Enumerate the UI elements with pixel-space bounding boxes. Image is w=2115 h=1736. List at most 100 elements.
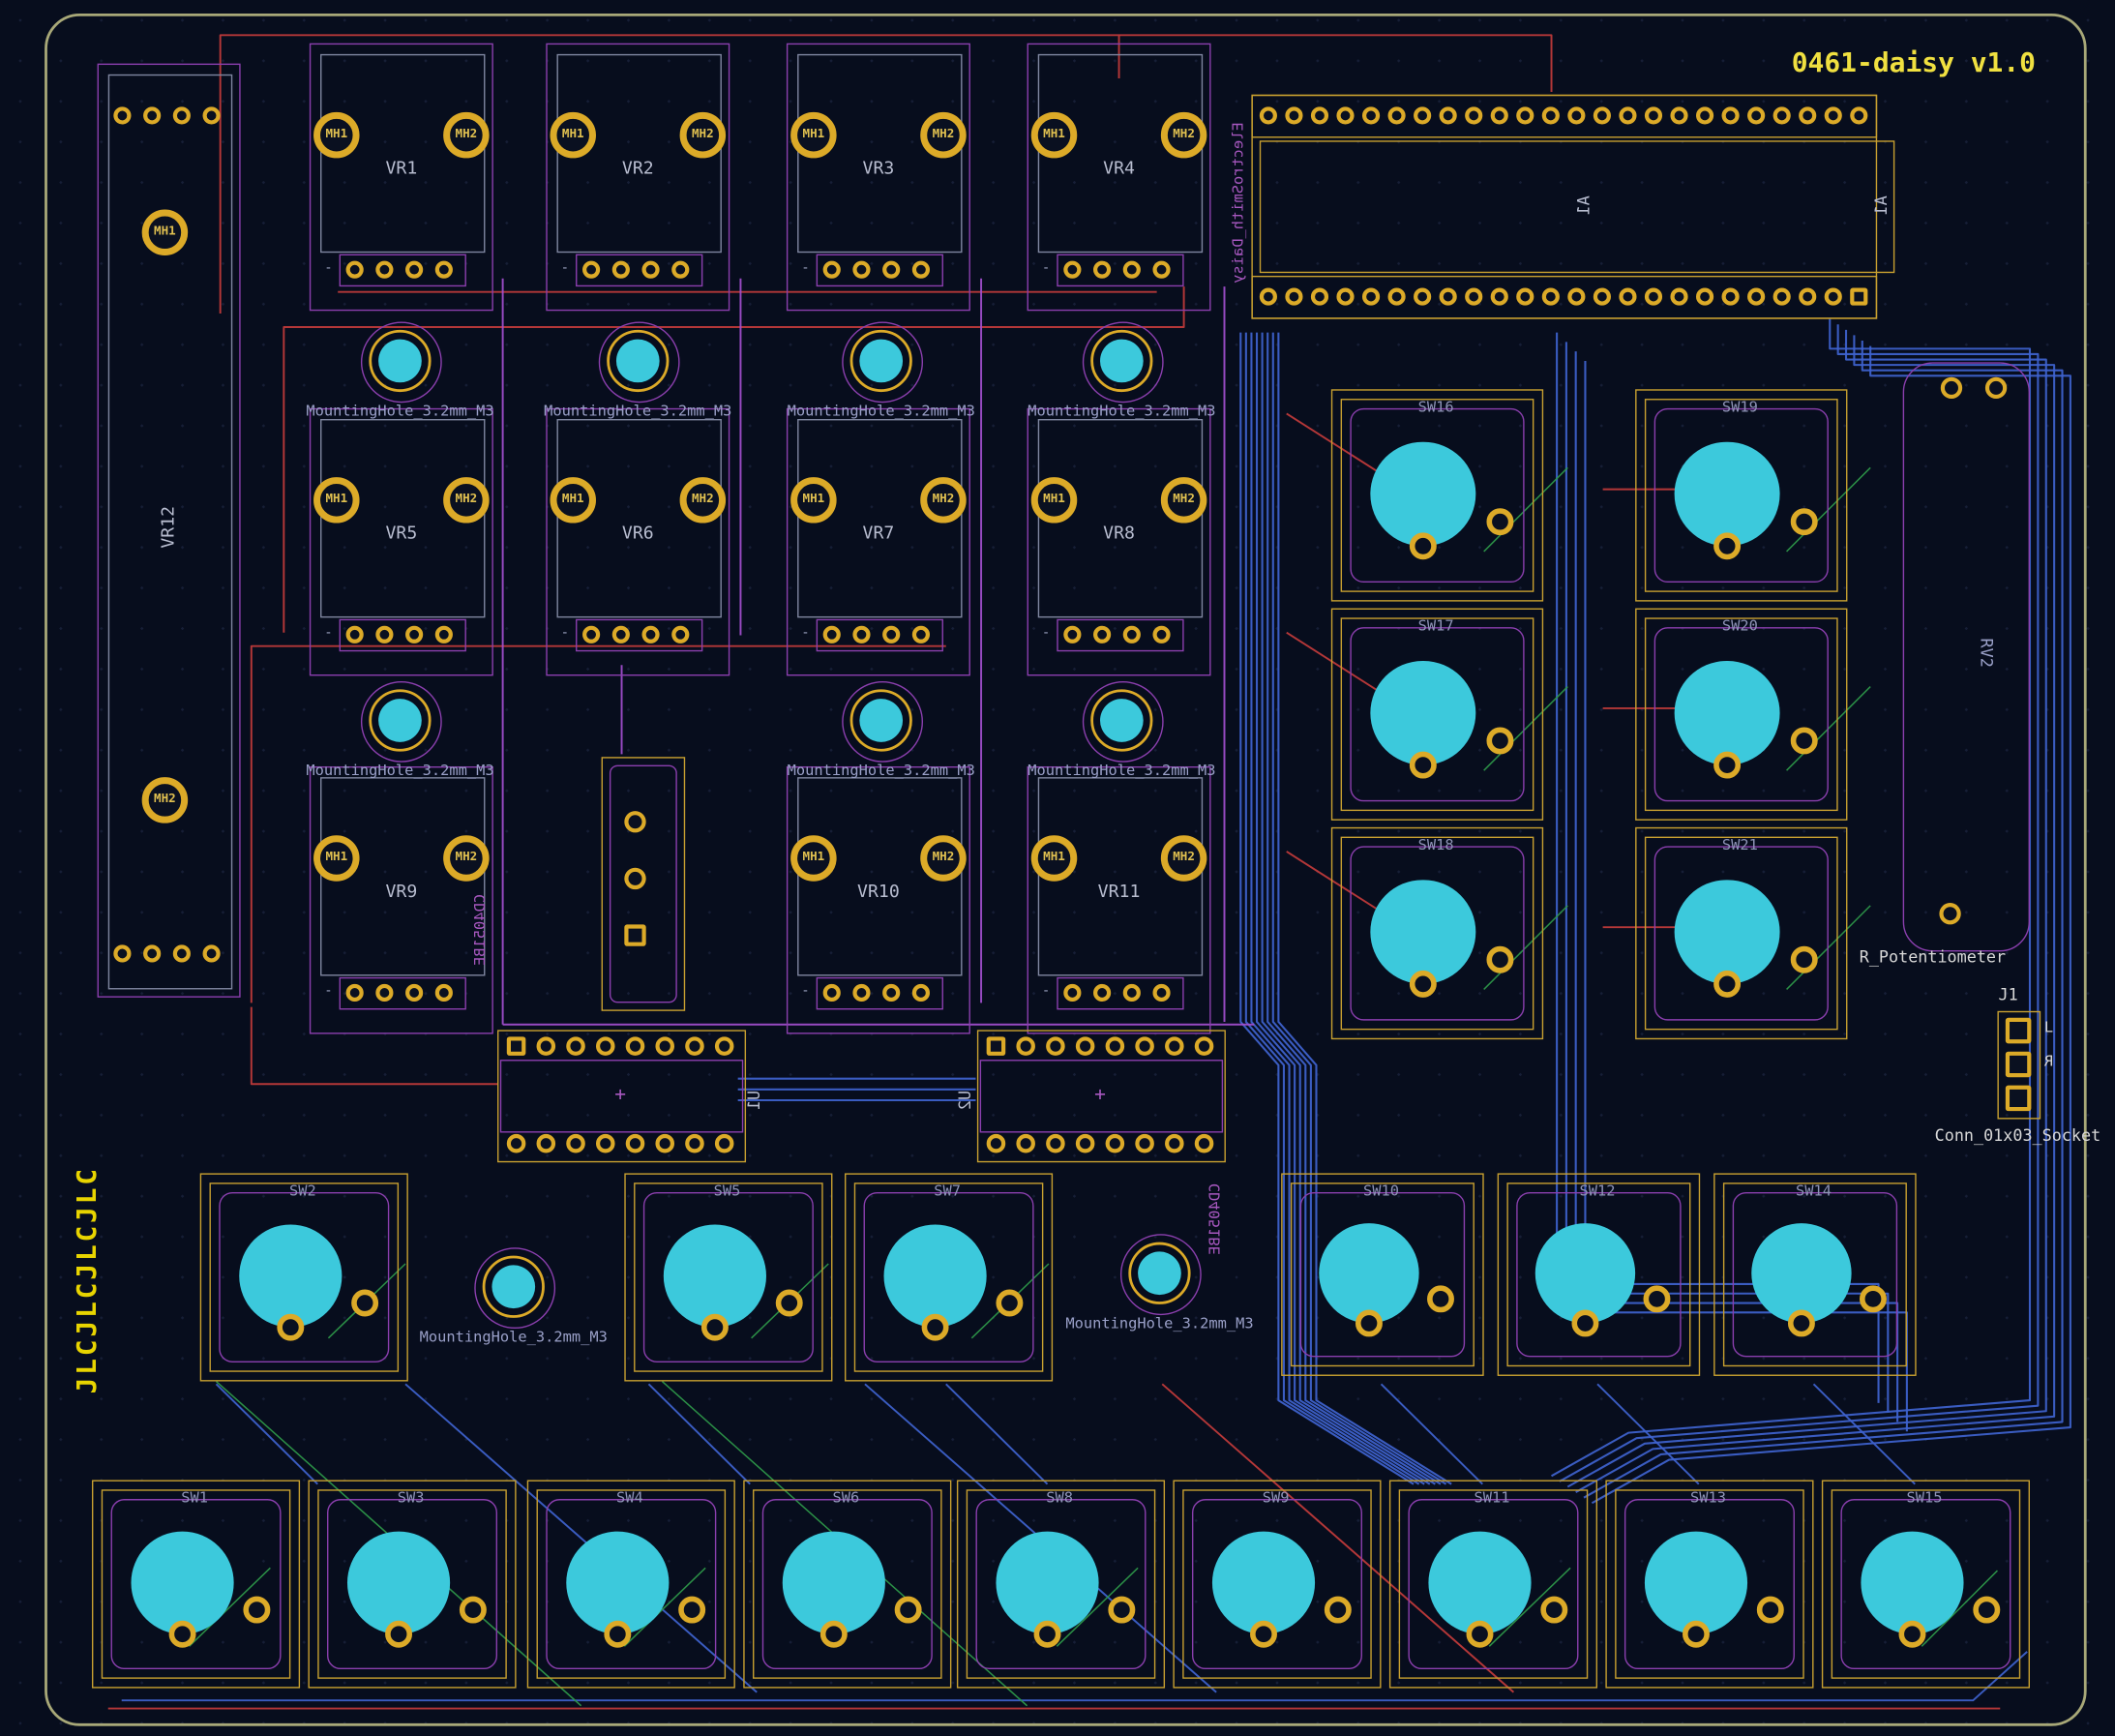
pin-pad[interactable] (1791, 945, 1818, 973)
pin-pad-1[interactable] (1063, 260, 1081, 278)
switch-plunger[interactable] (1371, 661, 1475, 765)
switch-plunger[interactable] (1371, 880, 1475, 984)
header-pad-top-2[interactable] (1285, 106, 1302, 124)
ic-pad-top-8[interactable] (1195, 1036, 1214, 1056)
header-pad-bottom-17[interactable] (1670, 287, 1687, 305)
header-pad-bottom-12[interactable] (1541, 287, 1559, 305)
switch-plunger[interactable] (1751, 1223, 1851, 1323)
pin-pad-1[interactable] (1063, 983, 1081, 1001)
footprint-potentiometer-vr11[interactable]: MH1MH2VR11- (1038, 777, 1201, 1033)
stem-pad[interactable] (168, 1621, 195, 1648)
ic-pad-bottom-7[interactable] (685, 1134, 704, 1153)
header-pad-bottom-8[interactable] (1439, 287, 1456, 305)
footprint-potentiometer-vr8[interactable]: MH1MH2VR8- (1038, 419, 1201, 675)
ic-pad-bottom-2[interactable] (537, 1134, 556, 1153)
footprint-switch-sw3[interactable]: SW3 (308, 1480, 513, 1685)
footprint-potentiometer-vr9[interactable]: MH1MH2VR9- (320, 777, 483, 1033)
pin-pad-3[interactable] (881, 260, 899, 278)
pin-pad-3[interactable] (641, 260, 659, 278)
j1-pad-2[interactable] (2005, 1051, 2031, 1077)
mounting-hole-3[interactable]: MountingHole_3.2mm_M3 (842, 321, 920, 400)
header-pad-top-13[interactable] (1567, 106, 1585, 124)
header-pad-bottom-6[interactable] (1387, 287, 1405, 305)
pin-pad-top-3[interactable] (172, 106, 190, 124)
header-pad-top-4[interactable] (1336, 106, 1354, 124)
footprint-switch-sw10[interactable]: SW10 (1281, 1173, 1481, 1373)
pin-pad-2[interactable] (852, 983, 870, 1001)
header-pad-bottom-10[interactable] (1490, 287, 1507, 305)
header-pad-bottom-21[interactable] (1772, 287, 1790, 305)
pin-pad-top-4[interactable] (202, 106, 220, 124)
pin-pad-2[interactable] (1092, 625, 1110, 643)
footprint-switch-sw1[interactable]: SW1 (92, 1480, 297, 1685)
pin-pad-3[interactable] (1122, 625, 1140, 643)
pin-pad-bottom-3[interactable] (172, 944, 190, 962)
ic-pad-top-5[interactable] (1106, 1036, 1125, 1056)
switch-plunger[interactable] (1675, 441, 1779, 546)
ic-pad-top-3[interactable] (1046, 1036, 1065, 1056)
stem-pad[interactable] (820, 1621, 848, 1648)
stem-pad[interactable] (1466, 1621, 1493, 1648)
pin-pad-bottom-4[interactable] (202, 944, 220, 962)
ic-pad-bottom-2[interactable] (1016, 1134, 1035, 1153)
pin-pad[interactable] (1486, 508, 1513, 535)
footprint-switch-sw21[interactable]: SW21 (1635, 827, 1845, 1037)
header-pad-top-1[interactable] (1259, 106, 1276, 124)
footprint-switch-sw20[interactable]: SW20 (1635, 609, 1845, 819)
ic-pad-bottom-6[interactable] (1135, 1134, 1154, 1153)
footprint-switch-sw9[interactable]: SW9 (1173, 1480, 1378, 1685)
header-pad-bottom-16[interactable] (1644, 287, 1661, 305)
pin-pad-3[interactable] (1122, 260, 1140, 278)
pin-pad[interactable] (1325, 1596, 1352, 1623)
stem-pad[interactable] (1683, 1621, 1710, 1648)
footprint-switch-sw4[interactable]: SW4 (527, 1480, 732, 1685)
pin-pad-2[interactable] (375, 260, 393, 278)
stem-pad[interactable] (385, 1621, 412, 1648)
pin-pad-4[interactable] (671, 260, 689, 278)
footprint-potentiometer-vr4[interactable]: MH1MH2VR4- (1038, 54, 1201, 311)
pin-pad-2[interactable] (852, 625, 870, 643)
footprint-switch-sw15[interactable]: SW15 (1822, 1480, 2027, 1685)
pin-pad-2[interactable] (375, 625, 393, 643)
ic-pad-top-7[interactable] (685, 1036, 704, 1056)
ic-pad-bottom-1[interactable] (987, 1134, 1006, 1153)
ic-pad-top-6[interactable] (1135, 1036, 1154, 1056)
ic-pad-top-3[interactable] (566, 1036, 585, 1056)
pin-pad-1[interactable] (345, 260, 363, 278)
ic-pad-bottom-8[interactable] (1195, 1134, 1214, 1153)
switch-plunger[interactable] (566, 1532, 669, 1634)
pin-pad-3[interactable] (881, 983, 899, 1001)
header-pad-bottom-4[interactable] (1336, 287, 1354, 305)
ic-pad-top-2[interactable] (537, 1036, 556, 1056)
footprint-switch-sw5[interactable]: SW5 (624, 1173, 829, 1378)
pin-pad-3[interactable] (881, 625, 899, 643)
pin-pad-4[interactable] (1152, 260, 1170, 278)
stem-pad[interactable] (1898, 1621, 1925, 1648)
footprint-potentiometer-vr6[interactable]: MH1MH2VR6- (556, 419, 719, 675)
pin-pad-2[interactable] (611, 625, 629, 643)
stem-pad[interactable] (921, 1314, 948, 1341)
j1-pad-1[interactable] (2005, 1017, 2031, 1043)
header-pad-top-16[interactable] (1644, 106, 1661, 124)
ic-pad-bottom-4[interactable] (1076, 1134, 1095, 1153)
footprint-switch-sw18[interactable]: SW18 (1331, 827, 1541, 1037)
footprint-potentiometer-vr3[interactable]: MH1MH2VR3- (797, 54, 960, 311)
ic-pad-bottom-8[interactable] (715, 1134, 734, 1153)
header-pad-bottom-7[interactable] (1413, 287, 1430, 305)
header-pad-top-18[interactable] (1695, 106, 1713, 124)
footprint-switch-sw13[interactable]: SW13 (1605, 1480, 1810, 1685)
pin-pad-4[interactable] (1152, 625, 1170, 643)
pin-pad-bottom-1[interactable] (113, 944, 131, 962)
conn-pad-3[interactable] (624, 924, 645, 945)
switch-plunger[interactable] (239, 1225, 342, 1328)
pin-pad-4[interactable] (1152, 983, 1170, 1001)
j1-pad-3[interactable] (2005, 1085, 2031, 1111)
switch-plunger[interactable] (1675, 880, 1779, 984)
header-pad-bottom-3[interactable] (1310, 287, 1327, 305)
pin-pad[interactable] (996, 1289, 1023, 1316)
pin-pad[interactable] (460, 1596, 487, 1623)
header-pad-top-11[interactable] (1516, 106, 1534, 124)
pin-pad[interactable] (351, 1289, 378, 1316)
pin-pad[interactable] (1757, 1596, 1784, 1623)
header-pad-top-23[interactable] (1824, 106, 1841, 124)
